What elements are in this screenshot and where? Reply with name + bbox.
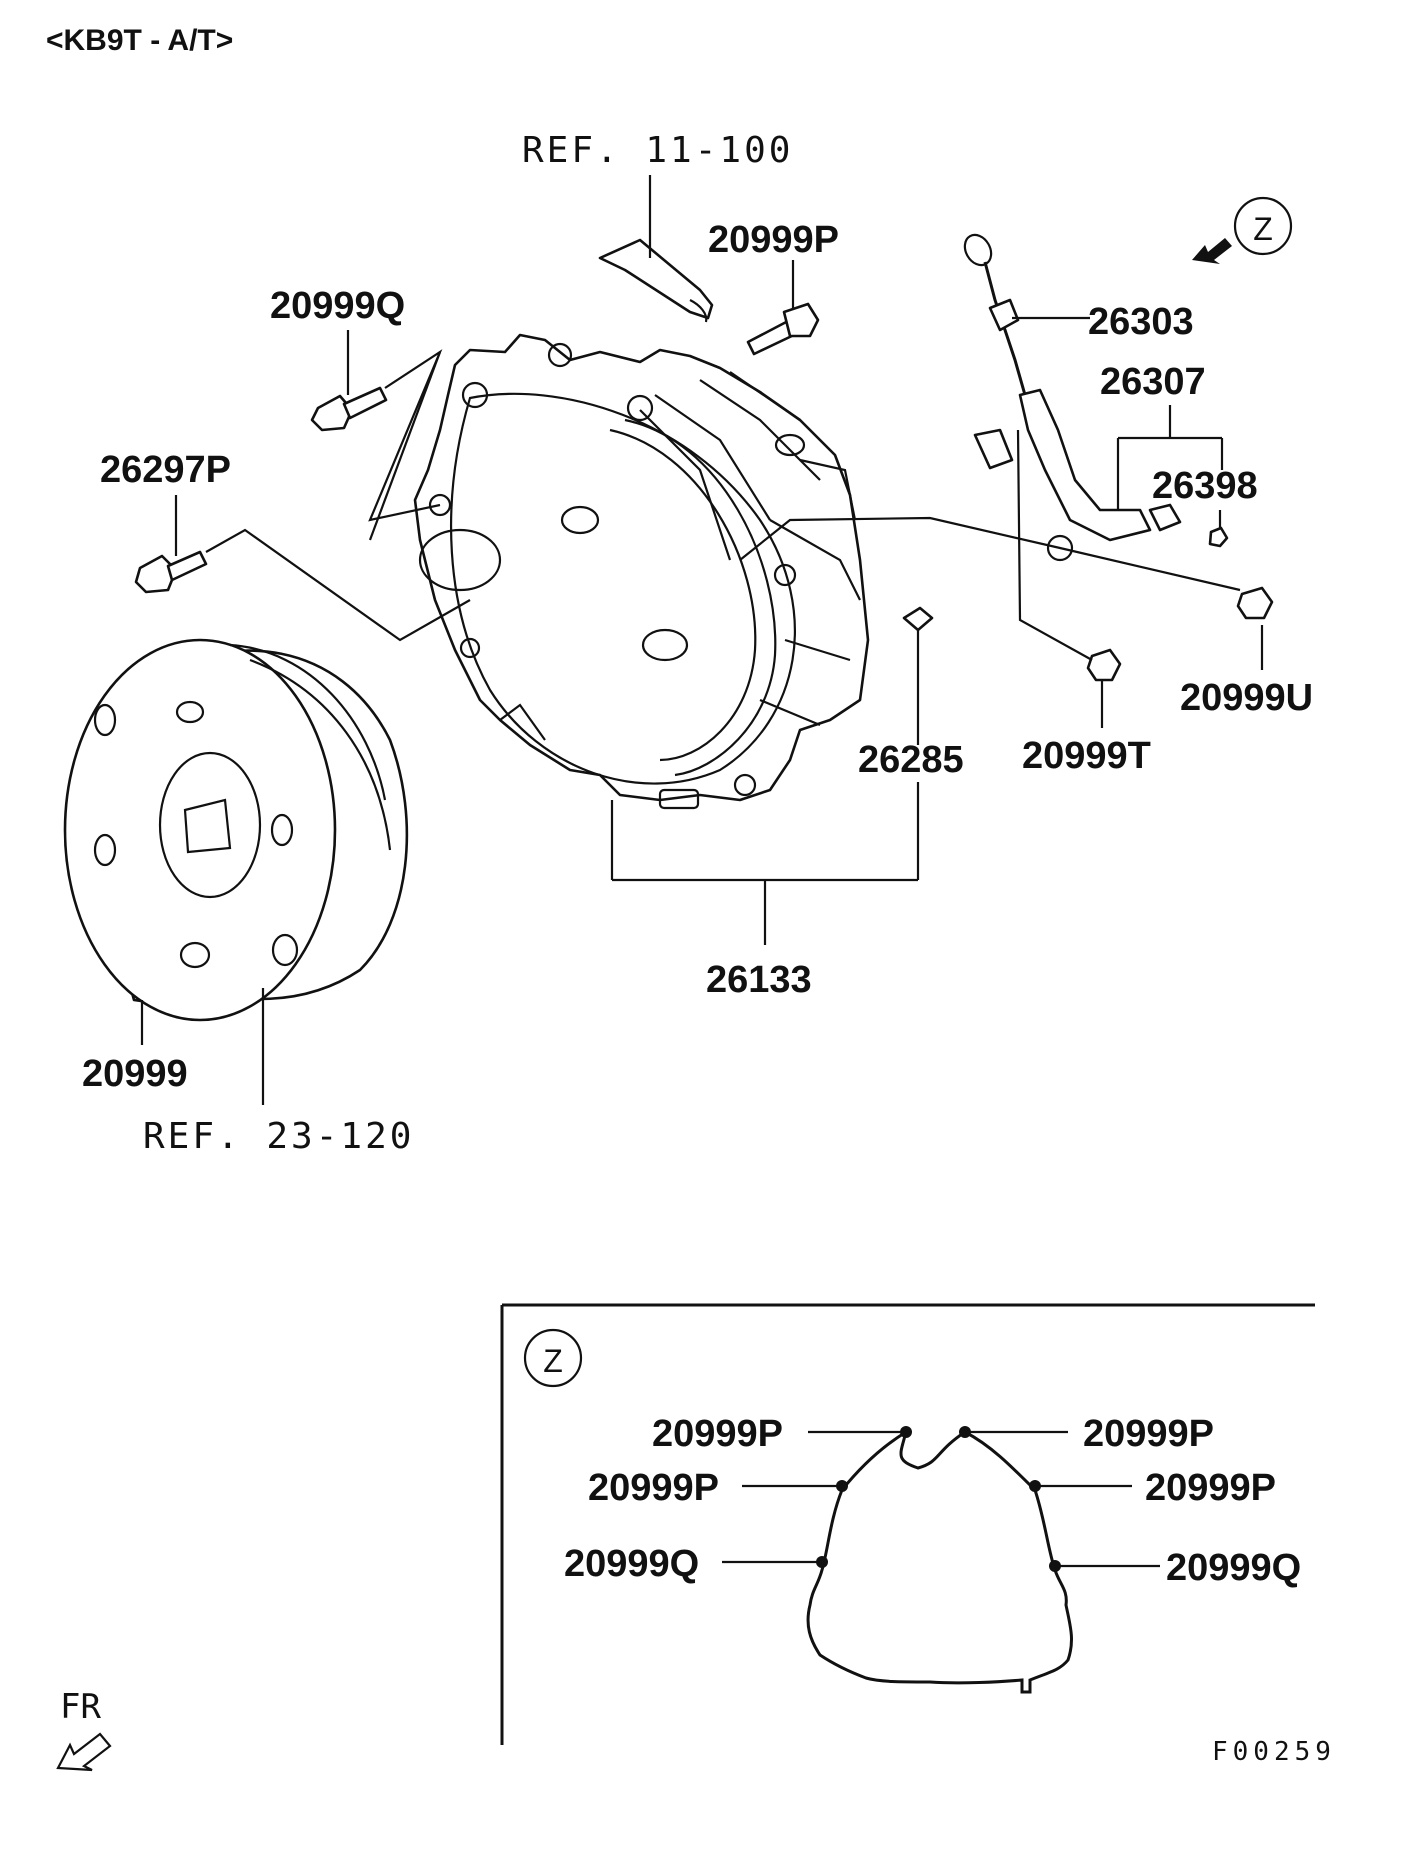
bolt-20999T — [1086, 648, 1122, 682]
fr-label: FR — [60, 1687, 101, 1727]
dipstick-tube-26307 — [973, 388, 1182, 562]
view-marker-z: Z — [1253, 211, 1273, 247]
figure-code: F00259 — [1212, 1737, 1336, 1767]
detail-label-left-3: 20999Q — [564, 1543, 699, 1585]
oil-seal-pipe — [598, 238, 714, 323]
bolt-20999U — [1236, 586, 1274, 620]
detail-label-left-1: 20999P — [652, 1413, 783, 1455]
label-20999T: 20999T — [1022, 735, 1151, 777]
label-20999Q: 20999Q — [270, 285, 405, 327]
detail-label-right-2: 20999P — [1145, 1467, 1276, 1509]
bolt-20999P — [746, 302, 820, 356]
label-ref-11-100: REF. 11-100 — [522, 130, 793, 171]
bolt-20999Q — [310, 386, 388, 432]
view-arrow-z: Z — [1192, 196, 1293, 264]
label-26398: 26398 — [1152, 465, 1258, 507]
transmission-housing — [413, 333, 870, 810]
nut-26398 — [1208, 526, 1229, 548]
label-20999U: 20999U — [1180, 677, 1313, 719]
diagram-title: <KB9T - A/T> — [46, 24, 233, 57]
label-ref-23-120: REF. 23-120 — [143, 1116, 414, 1157]
detail-label-left-2: 20999P — [588, 1467, 719, 1509]
bolt-26297P — [134, 550, 208, 594]
torque-converter — [63, 638, 409, 1022]
label-26297P: 26297P — [100, 449, 231, 491]
label-26303: 26303 — [1088, 301, 1194, 343]
detail-label-right-1: 20999P — [1083, 1413, 1214, 1455]
front-direction-arrow: FR — [56, 1687, 112, 1772]
detail-marker-z: Z — [543, 1343, 563, 1379]
detail-view-z: Z 20999P 20999P 20999Q 20999P 20999P 209… — [500, 1303, 1315, 1745]
label-26307: 26307 — [1100, 361, 1206, 403]
dowel-pin-26285 — [902, 606, 934, 632]
label-26133: 26133 — [706, 959, 812, 1001]
label-20999P: 20999P — [708, 219, 839, 261]
label-26285: 26285 — [858, 739, 964, 781]
dipstick-26303 — [963, 233, 1027, 396]
label-20999: 20999 — [82, 1053, 188, 1095]
detail-label-right-3: 20999Q — [1166, 1547, 1301, 1589]
